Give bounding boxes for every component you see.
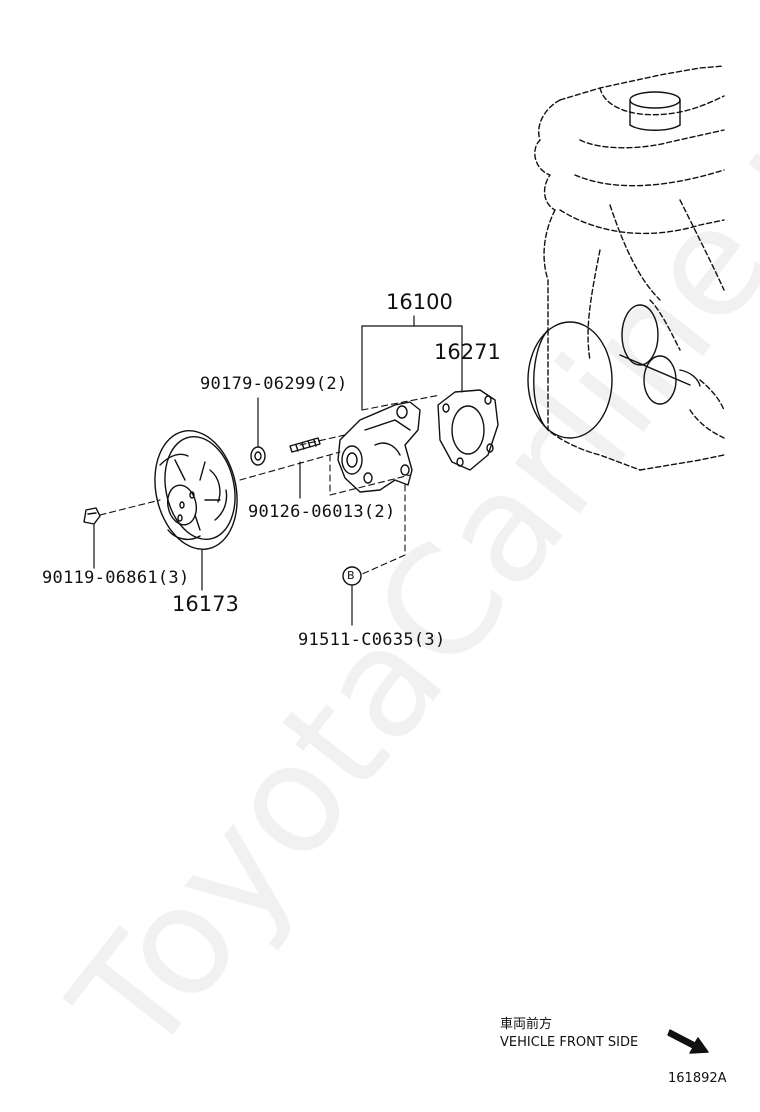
label-pulley-bolt: 90119-06861(3): [42, 568, 190, 588]
water-pump-drawing: [337, 401, 421, 493]
engine-block-outline: [534, 65, 725, 471]
upper-bolt-drawing: [250, 446, 266, 466]
callout-b-letter: B: [347, 569, 355, 582]
oil-filler-cap-outline: [629, 91, 681, 131]
label-water-pump-assy: 16100: [386, 290, 453, 314]
engine-pulley-boss-outline: [527, 304, 701, 439]
label-pulley: 16173: [172, 592, 239, 616]
pulley-drawing: [154, 430, 238, 550]
direction-english: VEHICLE FRONT SIDE: [500, 1035, 639, 1050]
pulley-bolt-drawing: [83, 507, 101, 525]
figure-id: 161892A: [668, 1071, 727, 1086]
callout-b-circle: [342, 566, 362, 586]
label-bolt-b: 91511-C0635(3): [298, 630, 446, 650]
vehicle-front-arrow-icon: [667, 1029, 709, 1054]
gasket-drawing: [437, 389, 499, 471]
assembly-axes: [99, 394, 441, 576]
leader-lines: [93, 315, 463, 626]
direction-japanese: 車両前方: [500, 1017, 553, 1032]
label-stud-bolt: 90126-06013(2): [248, 502, 396, 522]
stud-bolt-drawing: [289, 437, 321, 453]
label-upper-bolt: 90179-06299(2): [200, 374, 348, 394]
label-gasket: 16271: [434, 340, 501, 364]
